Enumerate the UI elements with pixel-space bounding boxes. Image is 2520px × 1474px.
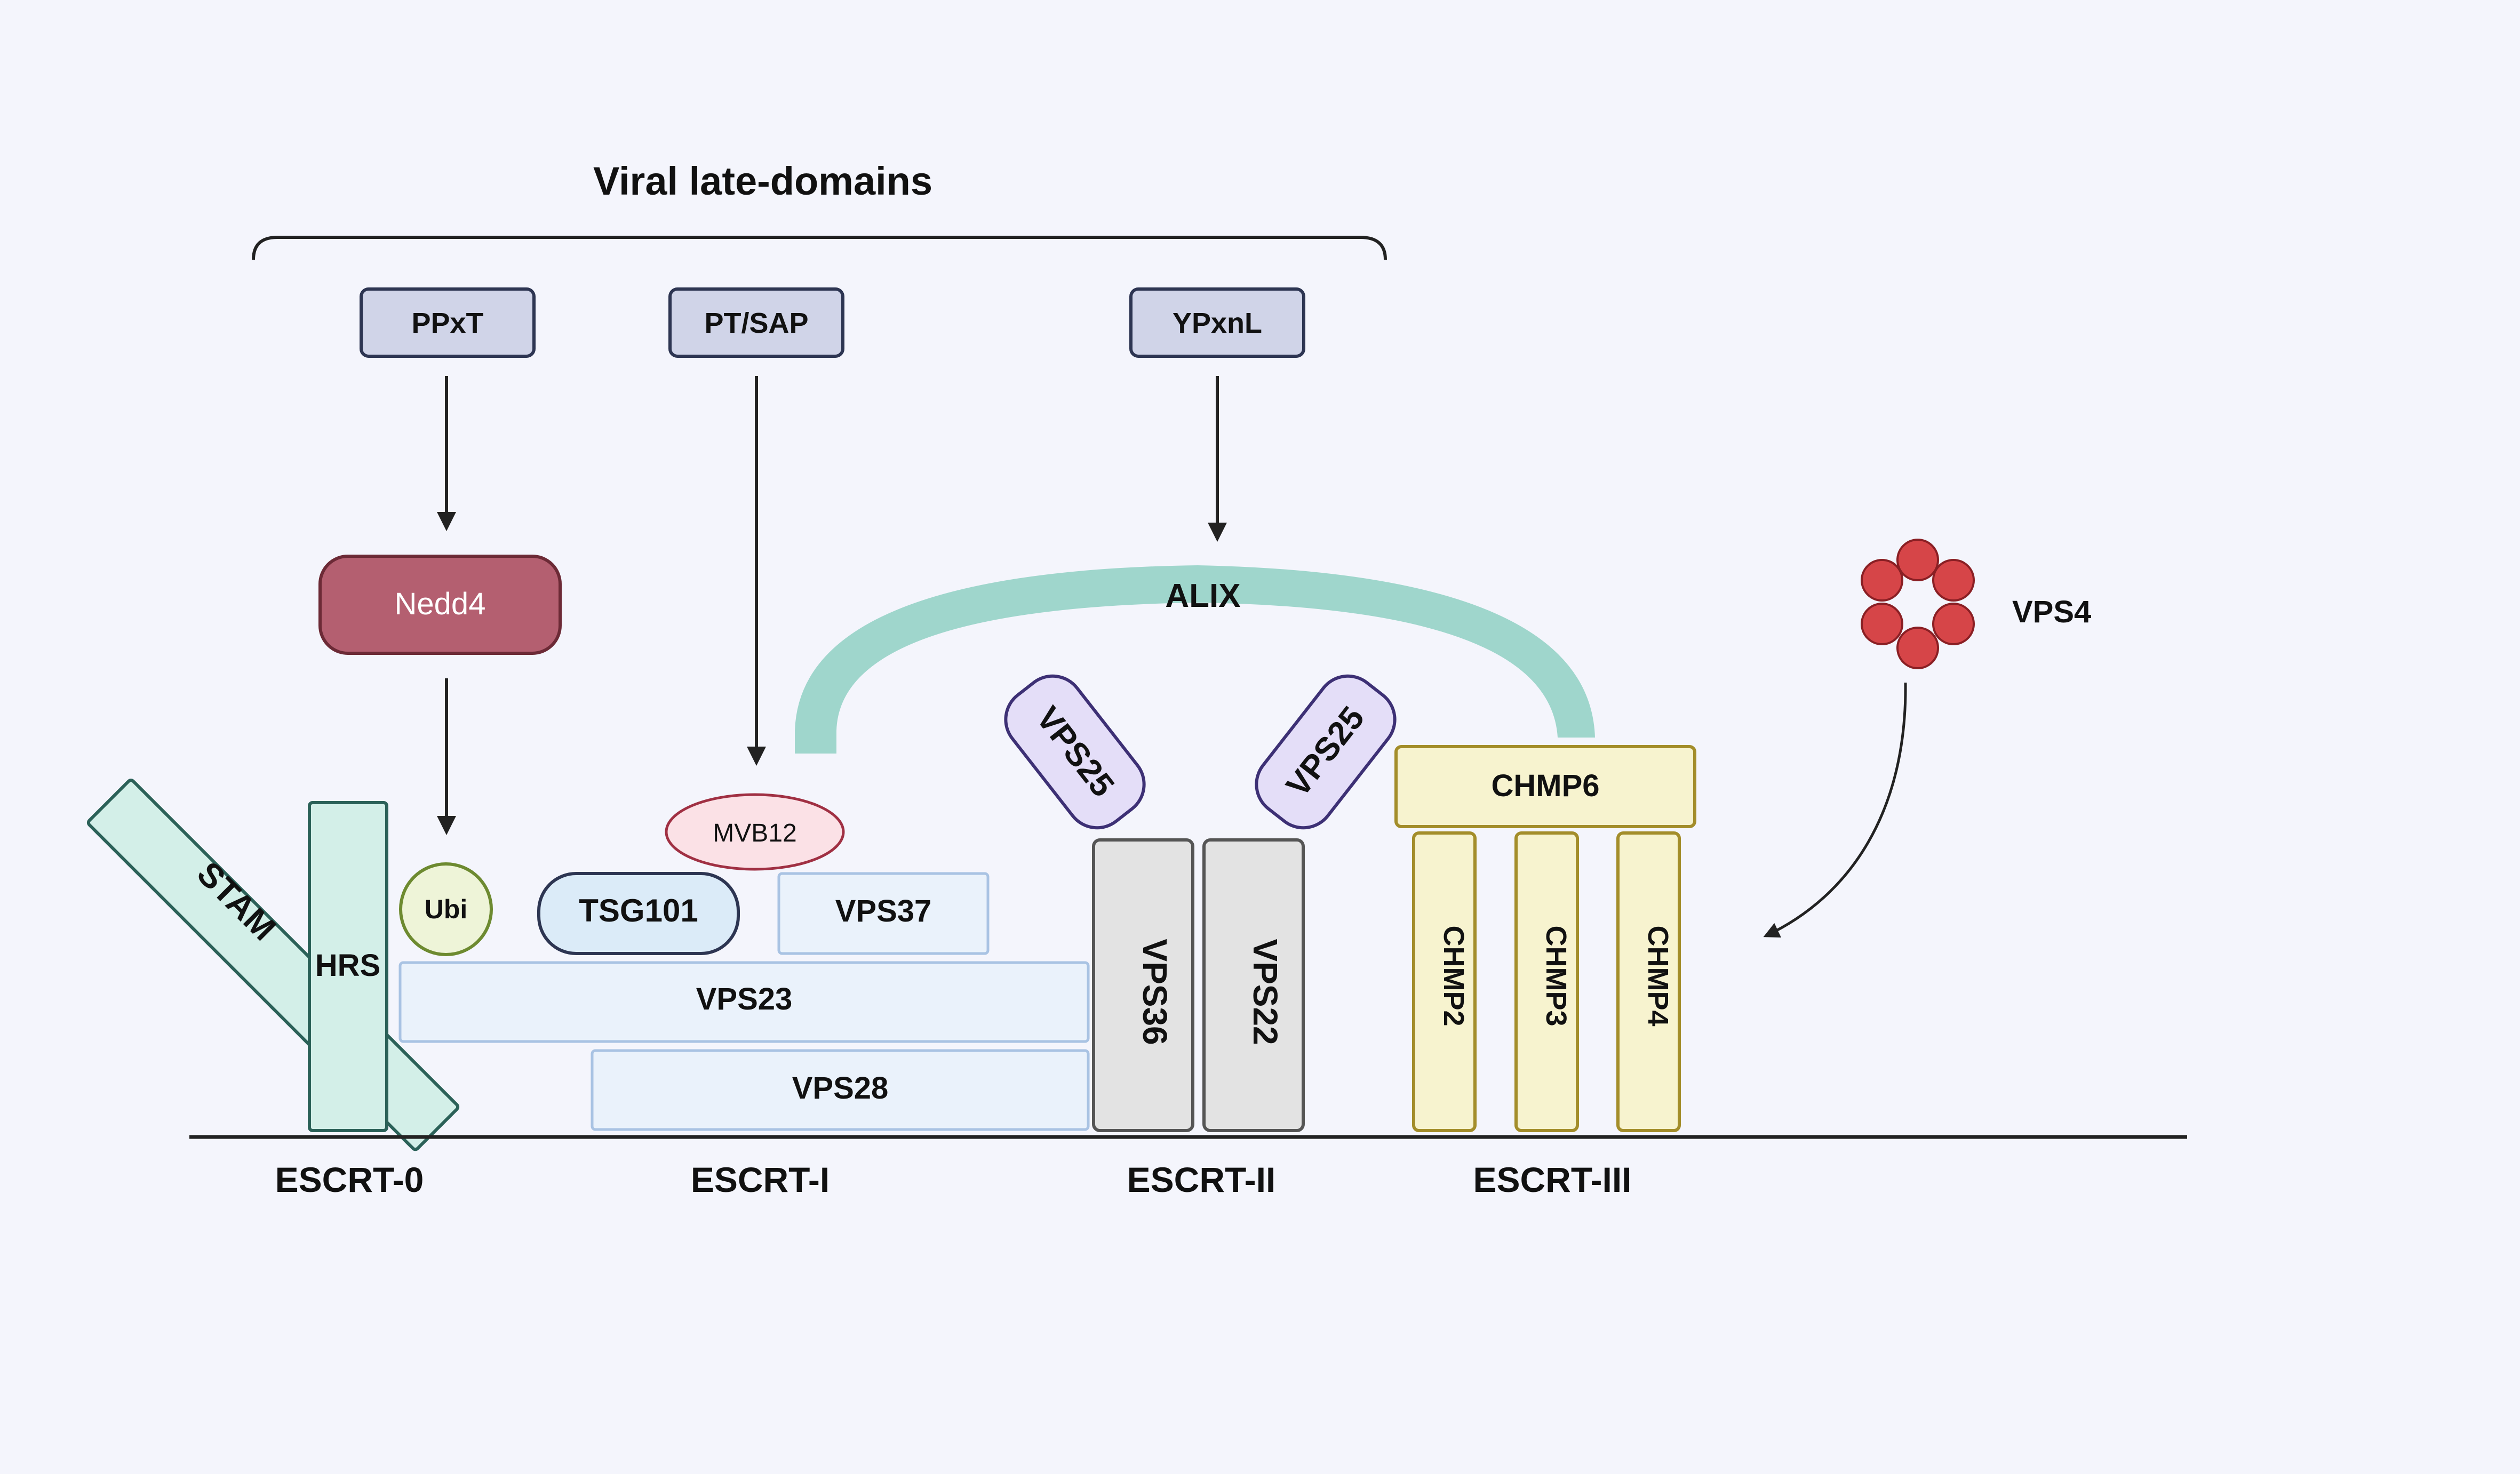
vps25-right [1255, 674, 1397, 830]
vps37-label: VPS37 [835, 894, 932, 928]
vps4-subunit [1932, 559, 1975, 602]
tsg101-label: TSG101 [579, 893, 698, 928]
vps4-label: VPS4 [2012, 595, 2091, 629]
motif-ppxt: PPxT [360, 287, 536, 358]
chmp4-label: CHMP4 [1642, 925, 1674, 1026]
chmp6: CHMP6 [1394, 745, 1696, 828]
late-domains-bracket [252, 236, 1387, 260]
motif-ypxnl: YPxnL [1129, 287, 1305, 358]
vps23-label: VPS23 [696, 982, 793, 1016]
vps4-hexamer [1861, 539, 1975, 669]
motif-ypxnl-label: YPxnL [1173, 307, 1262, 339]
chmp3-label: CHMP3 [1540, 925, 1572, 1026]
ubi: Ubi [399, 862, 493, 956]
escrt1-label: ESCRT-I [691, 1160, 830, 1199]
vps22-label: VPS22 [1246, 939, 1285, 1045]
diagram-title: Viral late-domains [593, 159, 932, 203]
vps37: VPS37 [777, 872, 990, 955]
hrs-label: HRS [315, 948, 380, 983]
tsg101: TSG101 [537, 872, 740, 955]
alix-label: ALIX [1165, 578, 1240, 614]
vps22: VPS22 [1202, 838, 1305, 1132]
alix-arc [795, 565, 1595, 754]
escrt3-label: ESCRT-III [1473, 1160, 1631, 1199]
nedd4-label: Nedd4 [395, 587, 486, 621]
motif-ptsap: PT/SAP [668, 287, 844, 358]
vps4-subunit [1896, 539, 1939, 581]
vps28-label: VPS28 [792, 1071, 889, 1106]
motif-ptsap-label: PT/SAP [704, 307, 808, 339]
motif-ppxt-label: PPxT [411, 307, 483, 339]
vps4-subunit [1932, 603, 1975, 645]
mvb12-label: MVB12 [713, 819, 796, 847]
vps36-label: VPS36 [1136, 939, 1174, 1045]
escrt0-label: ESCRT-0 [275, 1160, 424, 1199]
chmp2: CHMP2 [1412, 831, 1477, 1132]
chmp3: CHMP3 [1514, 831, 1579, 1132]
mvb12: MVB12 [665, 793, 845, 871]
chmp4: CHMP4 [1616, 831, 1681, 1132]
chmp6-label: CHMP6 [1491, 768, 1599, 803]
escrt2-label: ESCRT-II [1127, 1160, 1276, 1199]
vps25-left [1004, 674, 1146, 830]
vps4-subunit [1861, 559, 1903, 602]
nedd4: Nedd4 [318, 555, 562, 655]
vps28: VPS28 [591, 1049, 1090, 1131]
arrow-vps4-to-escrt3 [1763, 682, 1907, 938]
chmp2-label: CHMP2 [1438, 925, 1470, 1026]
vps4-subunit [1861, 603, 1903, 645]
vps36: VPS36 [1092, 838, 1194, 1132]
vps4-subunit [1896, 627, 1939, 669]
vps23: VPS23 [398, 961, 1090, 1043]
ubi-label: Ubi [425, 894, 468, 924]
hrs: HRS [308, 801, 388, 1132]
